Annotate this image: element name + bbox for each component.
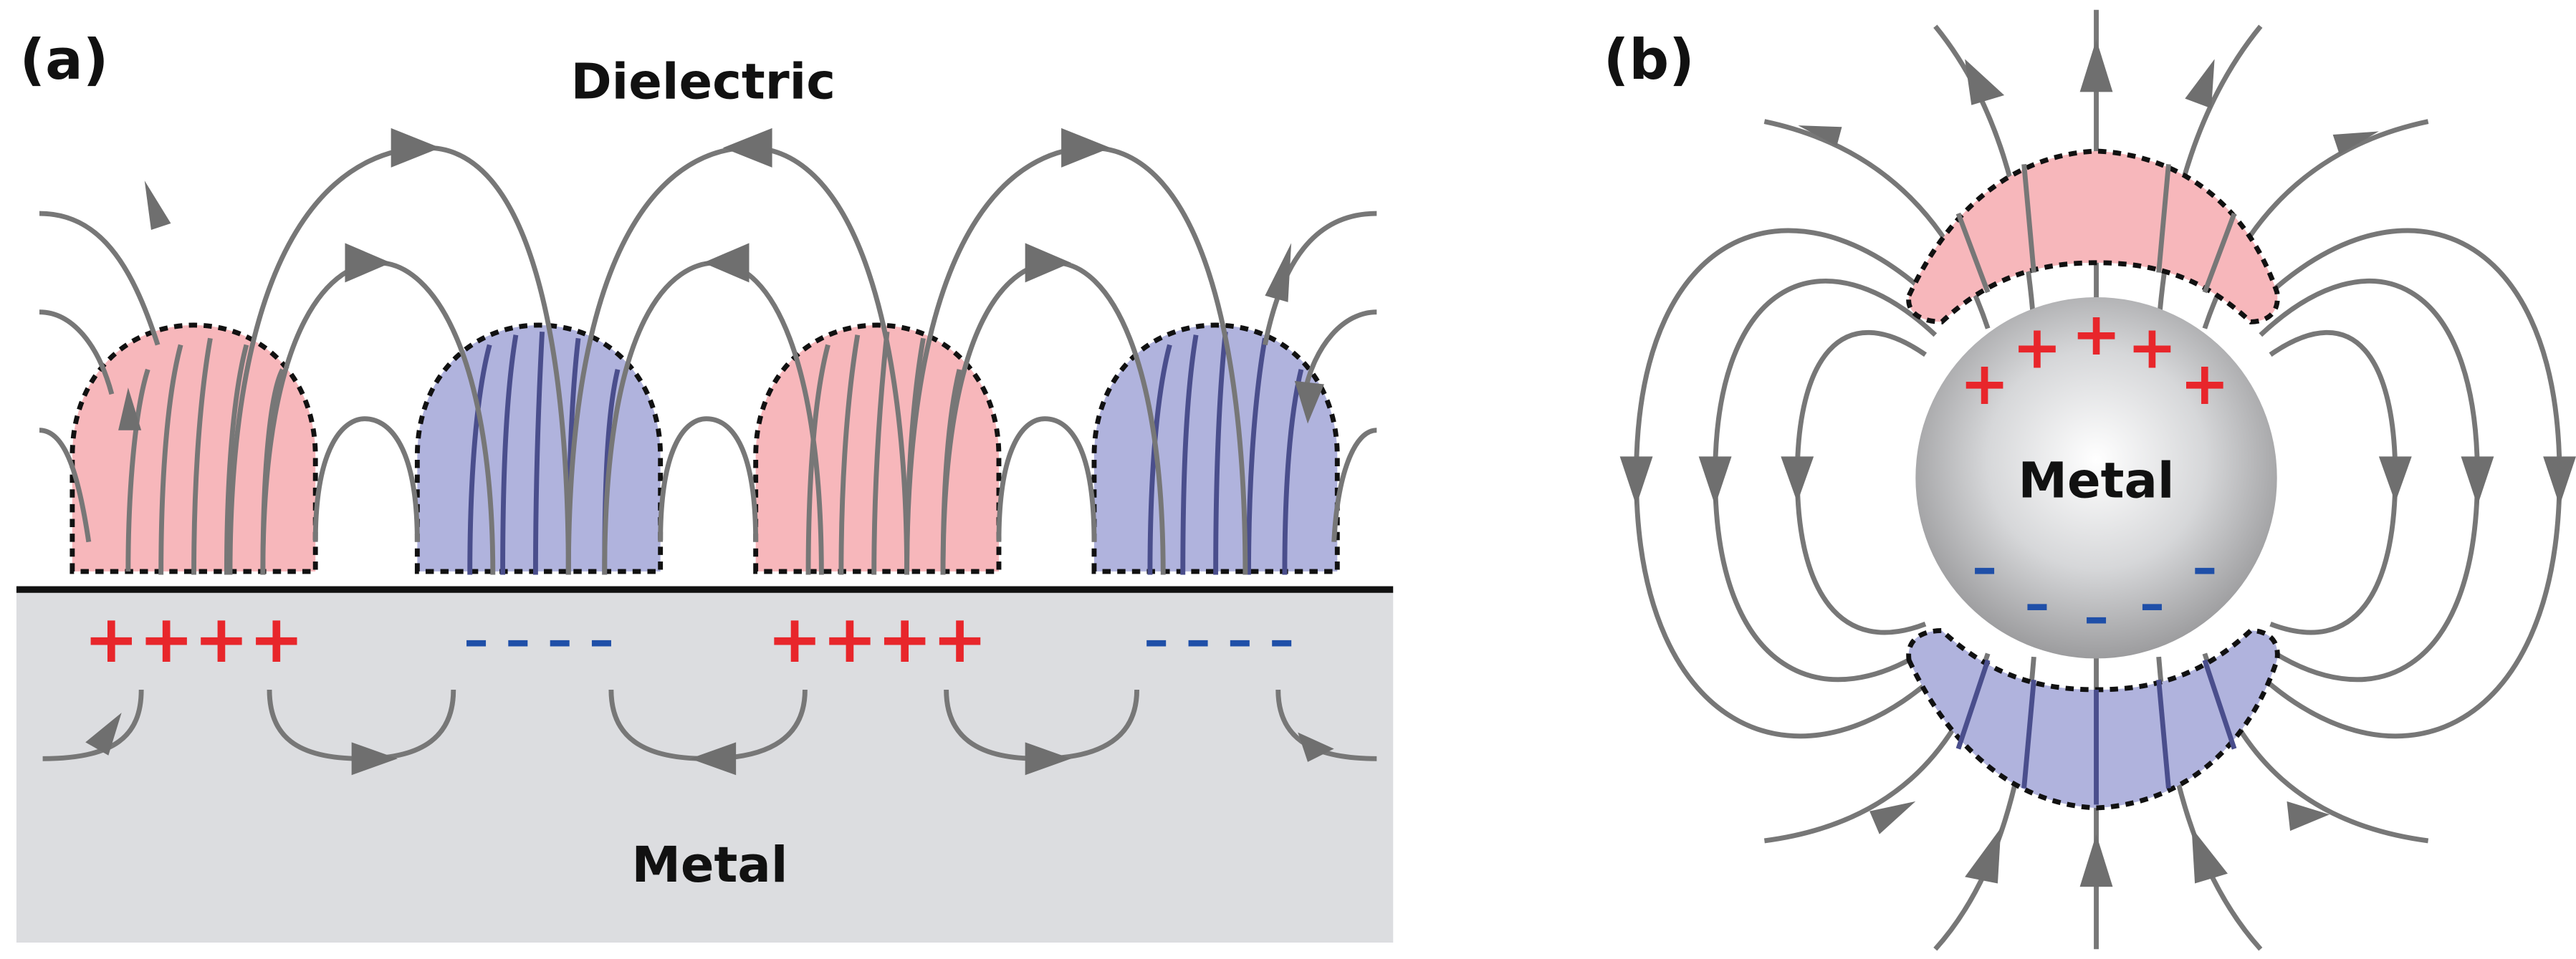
arrow-icon [2287, 801, 2330, 832]
arrow-icon [2543, 456, 2576, 506]
arrow-icon [2191, 827, 2228, 884]
field-arrows-sphere [1619, 39, 2576, 887]
plus-sign: + [2012, 314, 2062, 382]
plus-sign: + [2072, 300, 2121, 369]
arrow-icon [118, 387, 142, 430]
positive-region [1906, 148, 2280, 324]
positive-region [70, 322, 318, 574]
plus-sign: + [2180, 350, 2229, 418]
plus-sign: + [2127, 314, 2177, 382]
panel-b-tag: (b) [1604, 28, 1695, 92]
arrow-icon [1025, 243, 1071, 283]
arrow-icon [2378, 456, 2412, 503]
sphere-label: Metal [2019, 453, 2175, 510]
field-lines-dielectric [39, 145, 1377, 575]
dielectric-label: Dielectric [571, 54, 835, 111]
minus-sign: – [2140, 576, 2164, 633]
field-lines-caps [1955, 163, 2237, 805]
sphere-negative-charges: – – – – – – [1972, 539, 2217, 646]
sphere-positive-charges: + + + + + + [1960, 300, 2229, 418]
arrow-icon [2185, 59, 2215, 109]
arrow-icon [2079, 834, 2113, 887]
arrow-icon [85, 713, 122, 756]
minus-sign: – [2084, 589, 2108, 646]
metal-sphere [1915, 297, 2277, 659]
panel-a: (a) Dielectric Metal [16, 28, 1394, 943]
arrow-icon [1298, 732, 1334, 762]
arrow-icon [1619, 456, 1653, 506]
arrow-icon [144, 180, 171, 230]
plus-sign: + [1960, 350, 2009, 418]
arrow-icon [1781, 456, 1814, 503]
arrow-icon [1294, 380, 1324, 424]
arrow-icon [345, 243, 391, 283]
panel-b: (b) [1604, 9, 2576, 951]
arrow-icon [2079, 39, 2113, 92]
arrow-icon [689, 742, 737, 776]
minus-sign: – [1972, 539, 1996, 597]
field-arrows-dielectric [118, 127, 1324, 430]
arrow-icon [1798, 125, 1842, 146]
arrow-icon [1869, 801, 1916, 834]
panel-a-tag: (a) [20, 28, 109, 92]
charge-group-positive: ++++ [84, 601, 304, 678]
arrow-icon [391, 127, 441, 168]
arrow-icon [1061, 127, 1111, 168]
arrow-icon [703, 243, 750, 283]
minus-sign: – [2025, 576, 2049, 633]
arrow-icon [1025, 742, 1071, 776]
arrow-icon [351, 742, 398, 776]
arrow-icon [2461, 456, 2494, 506]
arrow-icon [2332, 131, 2379, 155]
metal-slab-label: Metal [632, 837, 788, 894]
current-arrows [85, 713, 1334, 776]
charge-group-negative: – – – – [464, 612, 613, 669]
negative-region [1906, 627, 2280, 811]
arrow-icon [722, 127, 772, 168]
charge-group-negative: – – – – [1144, 612, 1294, 669]
arrow-icon [1698, 456, 1732, 506]
charge-group-positive: ++++ [767, 601, 987, 678]
arrow-icon [1265, 243, 1292, 302]
arrow-icon [1965, 59, 2005, 105]
metal-slab [16, 591, 1394, 943]
arrow-icon [1965, 827, 2001, 884]
minus-sign: – [2193, 539, 2217, 597]
